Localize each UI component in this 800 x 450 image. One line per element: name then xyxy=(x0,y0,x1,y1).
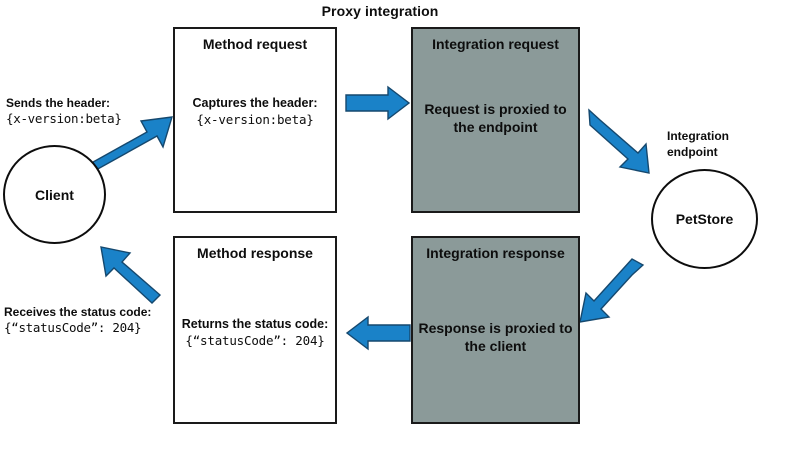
stage-integration-response[interactable]: Integration response Response is proxied… xyxy=(411,236,580,424)
stage-integration-request-body: Request is proxied to the endpoint xyxy=(413,101,578,136)
arrow-method-request-to-integration-request xyxy=(345,85,411,121)
stage-method-response-body: Returns the status code: {“statusCode”: … xyxy=(175,317,335,348)
client-response-note-line2: {“statusCode”: 204} xyxy=(4,320,142,335)
stage-method-request-body-line1: Captures the header: xyxy=(192,96,318,110)
arrow-integration-request-to-endpoint xyxy=(588,108,650,174)
stage-method-response-body-line2: {“statusCode”: 204} xyxy=(185,332,325,348)
stage-integration-request-title: Integration request xyxy=(432,36,559,52)
arrow-integration-response-to-method-response xyxy=(345,315,411,351)
arrow-endpoint-to-integration-response xyxy=(579,258,645,323)
endpoint-caption-line1: Integration xyxy=(667,129,729,143)
node-petstore-endpoint[interactable]: PetStore xyxy=(651,169,758,269)
client-response-note: Receives the status code: {“statusCode”:… xyxy=(4,305,151,336)
client-request-note-line1: Sends the header: xyxy=(6,96,111,110)
page-title: Proxy integration xyxy=(321,3,439,19)
stage-method-request-body-line2: {x-version:beta} xyxy=(196,111,314,127)
stage-integration-request-body-line1: Request is proxied to xyxy=(424,101,567,117)
stage-integration-request-body-line2: the endpoint xyxy=(453,118,538,135)
stage-integration-response-title: Integration response xyxy=(426,245,565,261)
client-request-note: Sends the header: {x-version:beta} xyxy=(6,96,122,127)
node-client-label: Client xyxy=(35,186,74,203)
endpoint-caption-line2: endpoint xyxy=(667,144,718,159)
stage-method-request-title: Method request xyxy=(202,36,308,52)
client-request-note-line2: {x-version:beta} xyxy=(6,111,122,126)
arrow-method-response-to-client xyxy=(100,246,162,304)
stage-method-response[interactable]: Method response Returns the status code:… xyxy=(173,236,337,424)
client-response-note-line1: Receives the status code: xyxy=(4,305,152,319)
stage-integration-response-body-line2: the client xyxy=(464,337,527,354)
endpoint-caption: Integration endpoint xyxy=(667,129,729,160)
stage-method-request-body: Captures the header: {x-version:beta} xyxy=(175,96,335,127)
stage-integration-response-body: Response is proxied to the client xyxy=(413,320,578,355)
node-client[interactable]: Client xyxy=(3,145,106,244)
stage-method-request[interactable]: Method request Captures the header: {x-v… xyxy=(173,27,337,213)
node-petstore-label: PetStore xyxy=(675,211,734,227)
stage-method-response-body-line1: Returns the status code: xyxy=(181,317,329,331)
stage-integration-response-body-line1: Response is proxied to xyxy=(418,320,573,336)
stage-method-response-title: Method response xyxy=(197,245,313,261)
stage-integration-request[interactable]: Integration request Request is proxied t… xyxy=(411,27,580,213)
